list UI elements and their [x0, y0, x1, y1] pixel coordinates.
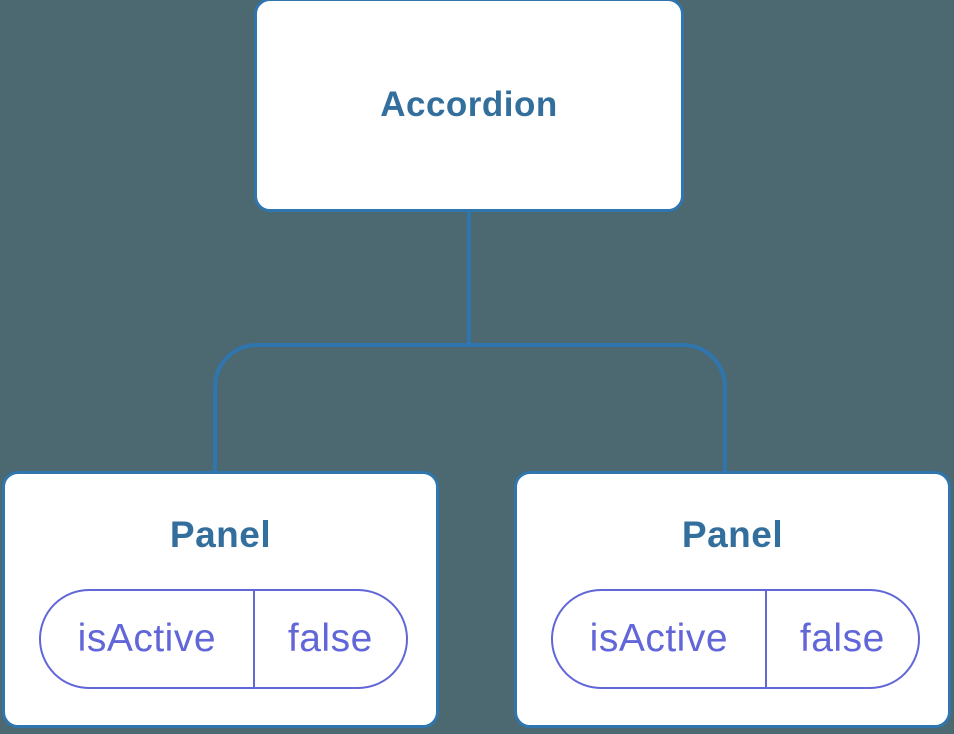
state-value: false [287, 617, 373, 660]
panel-node-label: Panel [169, 514, 272, 555]
state-key-cell: isActive [553, 591, 767, 687]
panel-node-left: Panel isActive false [2, 471, 439, 728]
state-value-cell: false [767, 591, 918, 687]
state-value: false [799, 617, 885, 660]
state-key-cell: isActive [41, 591, 255, 687]
panel-node-label: Panel [681, 514, 784, 555]
state-value-cell: false [255, 591, 406, 687]
state-pill: isActive false [551, 589, 920, 689]
state-key: isActive [77, 617, 217, 660]
root-node-accordion: Accordion [254, 0, 684, 212]
state-key: isActive [589, 617, 729, 660]
root-node-label: Accordion [380, 85, 558, 124]
connector-branch [213, 343, 727, 471]
state-pill: isActive false [39, 589, 408, 689]
connector-stem [467, 210, 471, 344]
panel-node-right: Panel isActive false [514, 471, 951, 728]
